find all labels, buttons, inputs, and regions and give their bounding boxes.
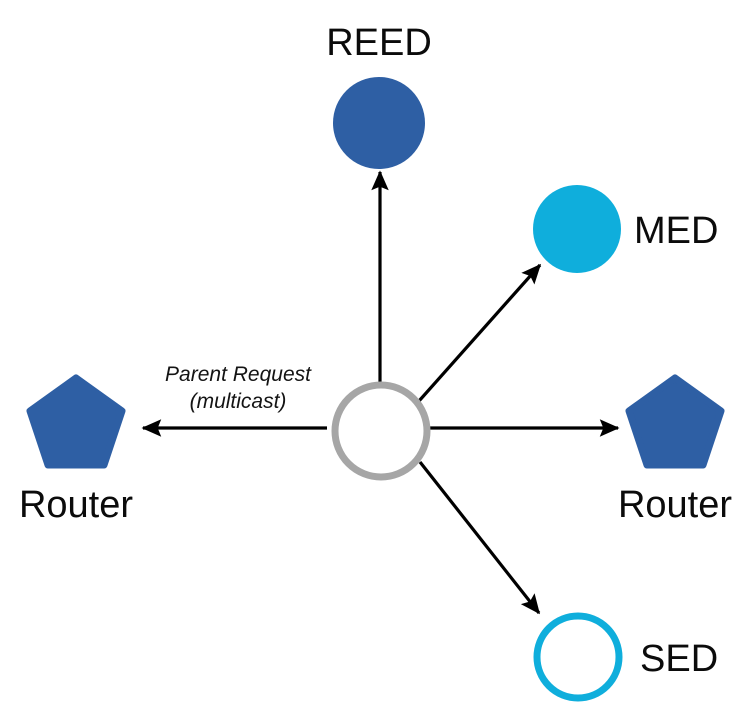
edge-to-sed (418, 461, 541, 615)
node-joining-device[interactable] (331, 381, 431, 481)
parent-request-label-line2: (multicast) (190, 390, 287, 413)
node-router-left[interactable]: Router (19, 374, 133, 526)
node-router-right[interactable]: Router (618, 374, 732, 526)
parent-request-label: Parent Request (multicast) (165, 363, 312, 413)
node-sed[interactable]: SED (533, 612, 718, 702)
med-circle-icon[interactable] (533, 185, 621, 273)
reed-circle-icon[interactable] (333, 77, 425, 169)
router-left-pentagon-icon[interactable] (26, 374, 126, 469)
node-med[interactable]: MED (533, 185, 718, 273)
med-label: MED (634, 210, 718, 252)
edge-to-med (417, 263, 542, 403)
sed-circle-icon[interactable] (533, 612, 623, 702)
sed-label: SED (640, 638, 718, 680)
edge-group (141, 170, 620, 615)
parent-request-label-line1: Parent Request (165, 363, 312, 386)
router-left-label: Router (19, 484, 133, 526)
router-right-label: Router (618, 484, 732, 526)
reed-label: REED (326, 22, 432, 64)
joining-device-circle-icon[interactable] (331, 381, 431, 481)
router-right-pentagon-icon[interactable] (625, 374, 725, 469)
node-reed[interactable]: REED (326, 22, 432, 169)
